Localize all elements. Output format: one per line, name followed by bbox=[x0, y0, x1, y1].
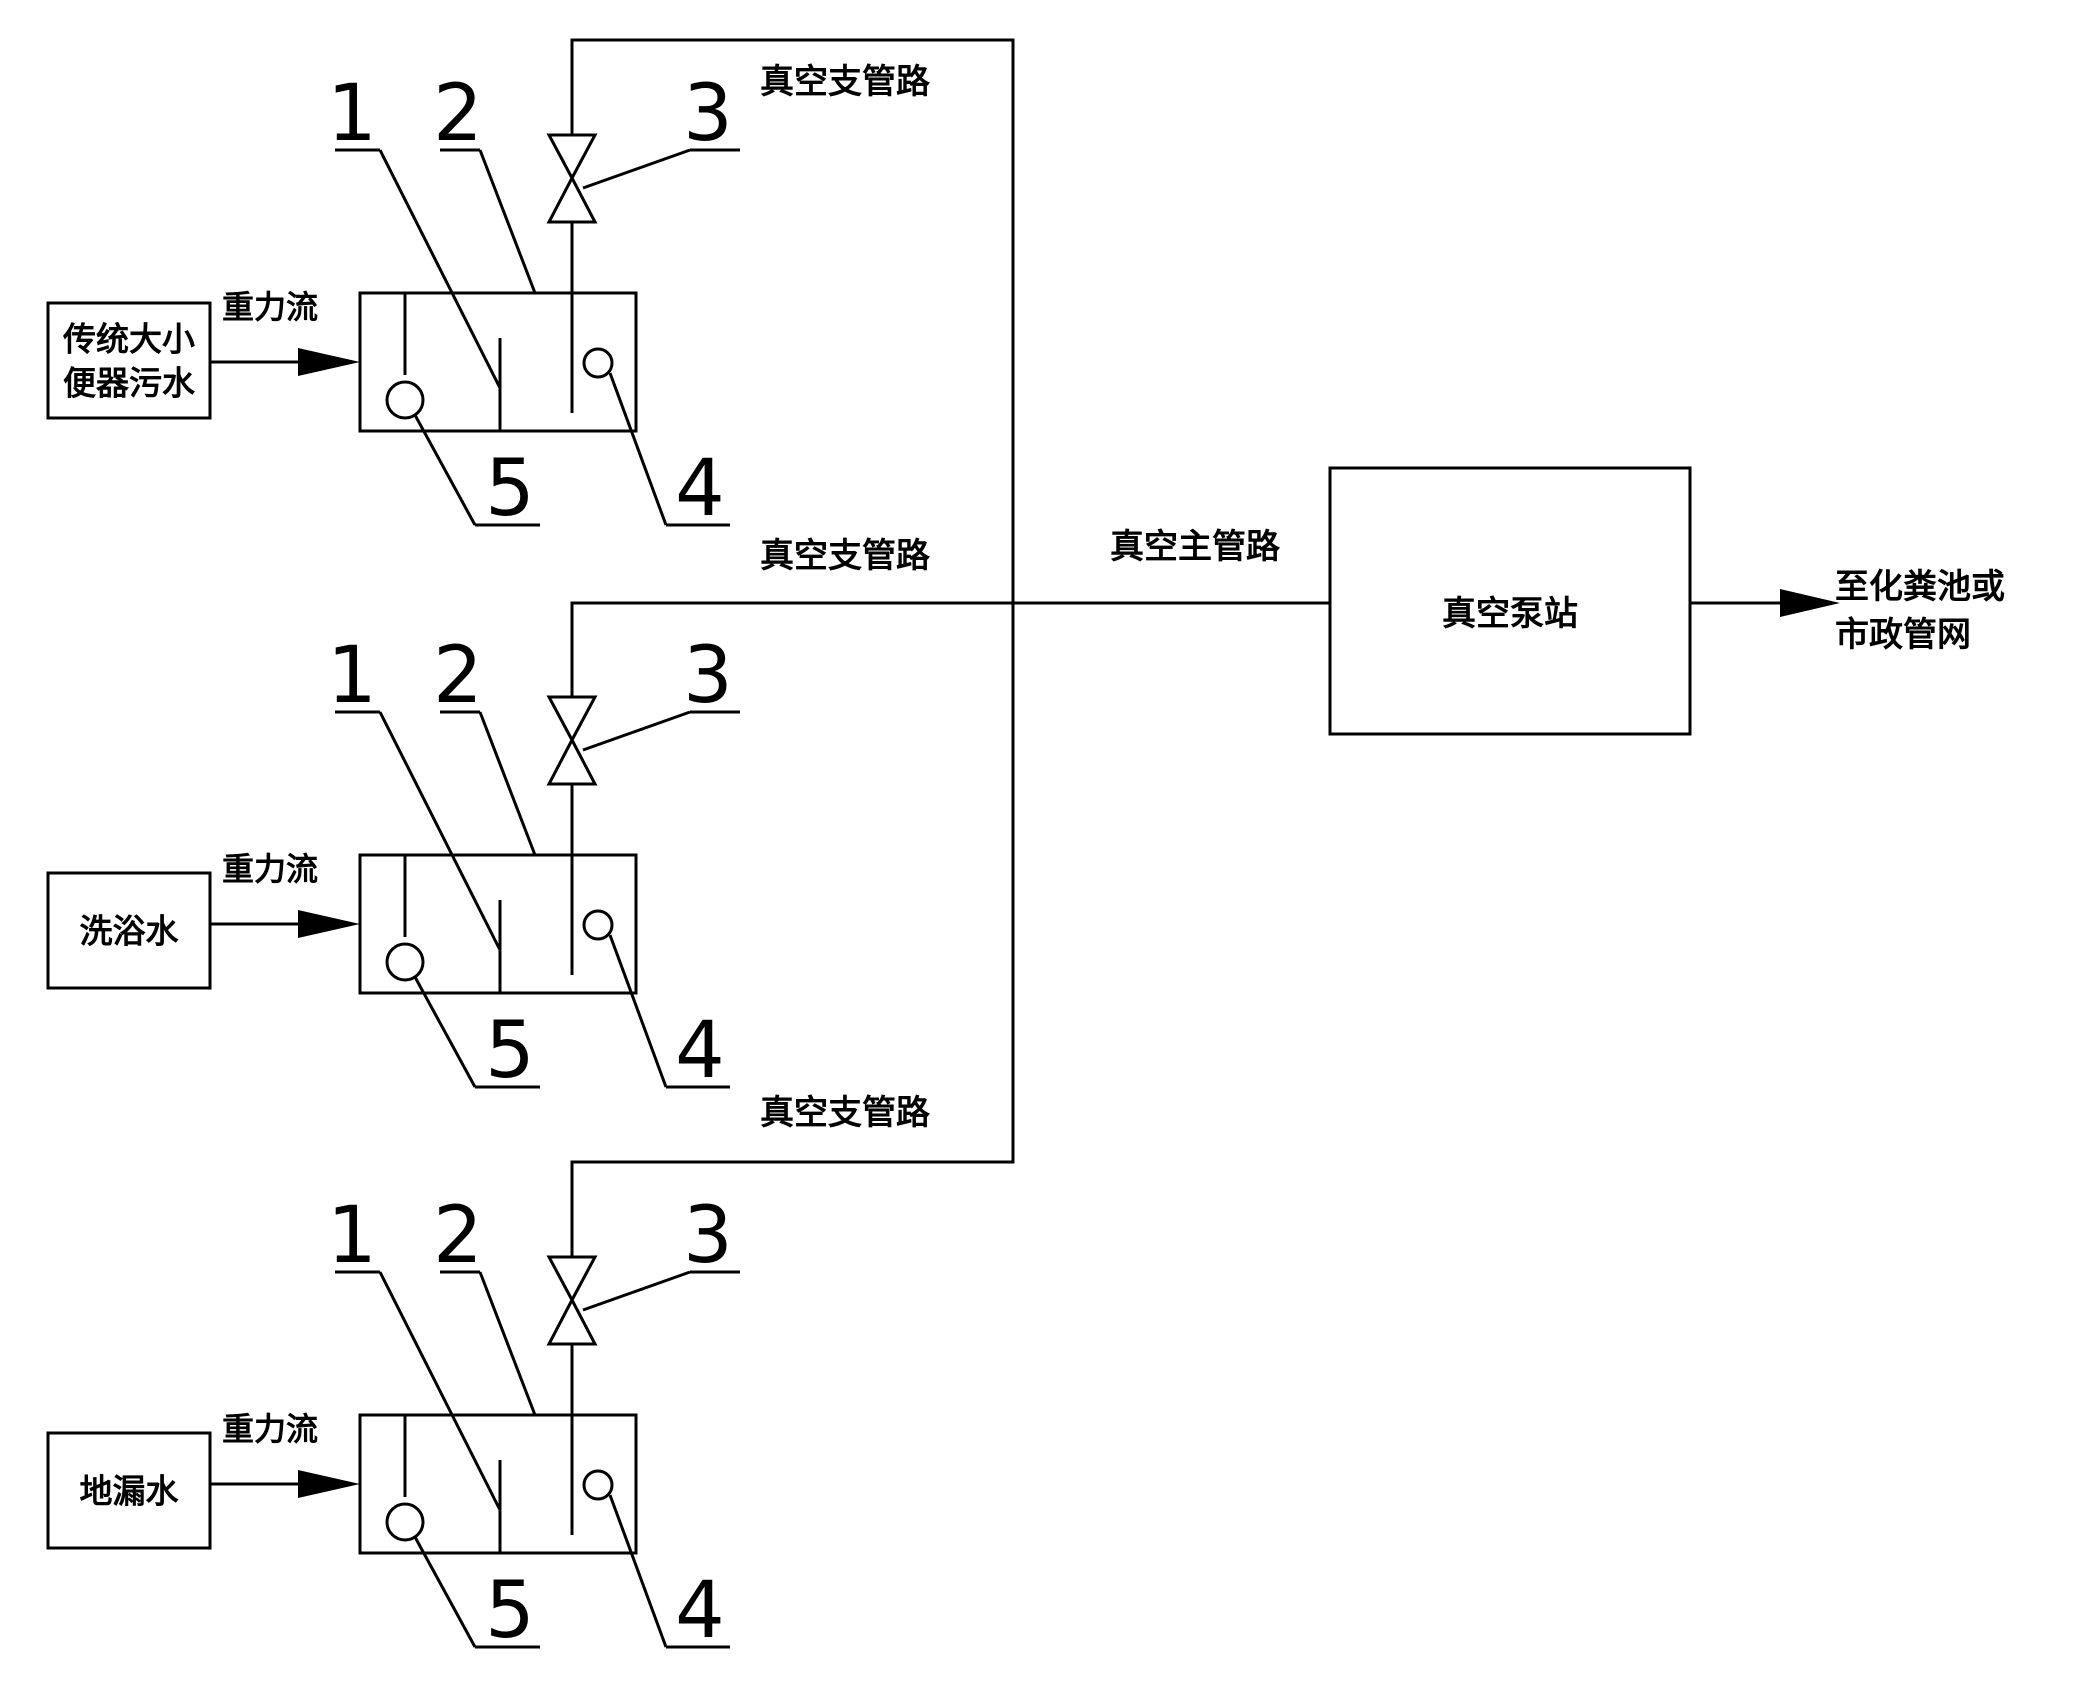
branch-pipe-label-3: 真空支管路 bbox=[760, 1093, 931, 1133]
part-number-4: 4 bbox=[675, 1006, 725, 1096]
pump-station-label: 真空泵站 bbox=[1442, 594, 1578, 634]
part-number-4: 4 bbox=[675, 1566, 725, 1656]
vacuum-pipe-network bbox=[570, 38, 1840, 1222]
part-number-5: 5 bbox=[485, 444, 535, 534]
part-number-3: 3 bbox=[683, 1191, 733, 1281]
branch-pipe-label-2: 真空支管路 bbox=[760, 536, 931, 576]
part-number-1: 1 bbox=[327, 69, 377, 159]
part-number-5: 5 bbox=[485, 1006, 535, 1096]
source-label-line: 便器污水 bbox=[63, 364, 196, 403]
source-box-2: 洗浴水 bbox=[46, 871, 212, 990]
gravity-flow-label: 重力流 bbox=[222, 1410, 318, 1448]
destination-label-line: 至化粪池或 bbox=[1835, 567, 2005, 607]
part-number-1: 1 bbox=[327, 631, 377, 721]
source-label-line: 传统大小 bbox=[62, 320, 195, 359]
part-number-1: 1 bbox=[327, 1191, 377, 1281]
source-label-line: 洗浴水 bbox=[80, 912, 180, 951]
part-number-2: 2 bbox=[433, 69, 483, 159]
source-box-3: 地漏水 bbox=[46, 1431, 212, 1550]
vacuum-pump-station: 真空泵站 bbox=[1328, 466, 1692, 736]
part-number-4: 4 bbox=[675, 444, 725, 534]
gravity-flow-label: 重力流 bbox=[222, 850, 318, 888]
gravity-flow-label: 重力流 bbox=[222, 288, 318, 326]
source-label-line: 地漏水 bbox=[80, 1472, 180, 1511]
branch-pipe-label-1: 真空支管路 bbox=[760, 62, 931, 102]
destination-label-line: 市政管网 bbox=[1835, 615, 1971, 655]
part-number-5: 5 bbox=[485, 1566, 535, 1656]
main-pipe-label: 真空主管路 bbox=[1110, 527, 1281, 567]
part-number-3: 3 bbox=[683, 631, 733, 721]
outflow-arrow bbox=[1780, 589, 1840, 617]
part-number-3: 3 bbox=[683, 69, 733, 159]
part-number-2: 2 bbox=[433, 1191, 483, 1281]
part-number-2: 2 bbox=[433, 631, 483, 721]
